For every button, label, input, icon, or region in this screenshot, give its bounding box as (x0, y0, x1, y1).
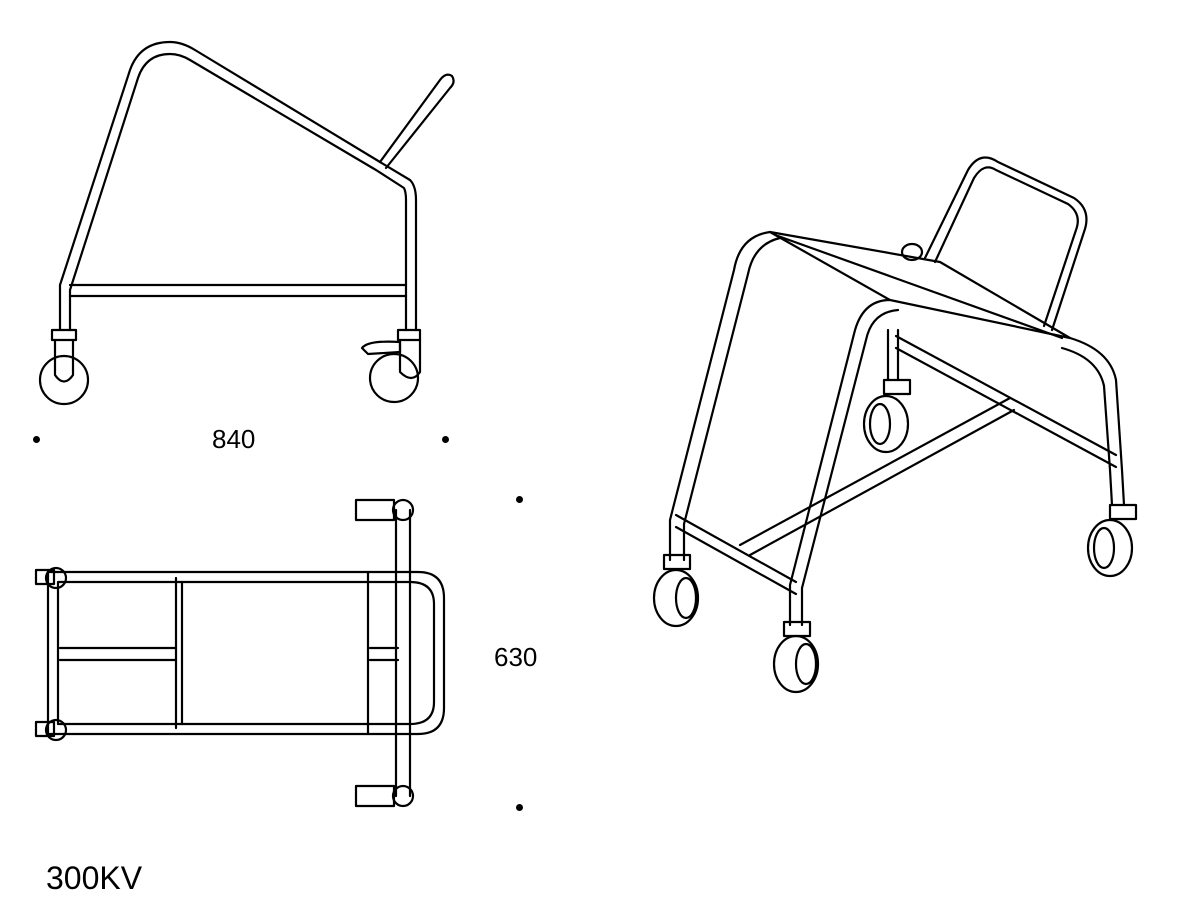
width-dimension-label: 840 (212, 424, 256, 454)
dimension-dot (516, 496, 523, 503)
dimension-dot (516, 804, 523, 811)
dimension-dot (33, 436, 40, 443)
dimension-dot (442, 436, 449, 443)
model-code: 300KV (46, 860, 143, 896)
depth-dimension-label: 630 (494, 642, 538, 672)
